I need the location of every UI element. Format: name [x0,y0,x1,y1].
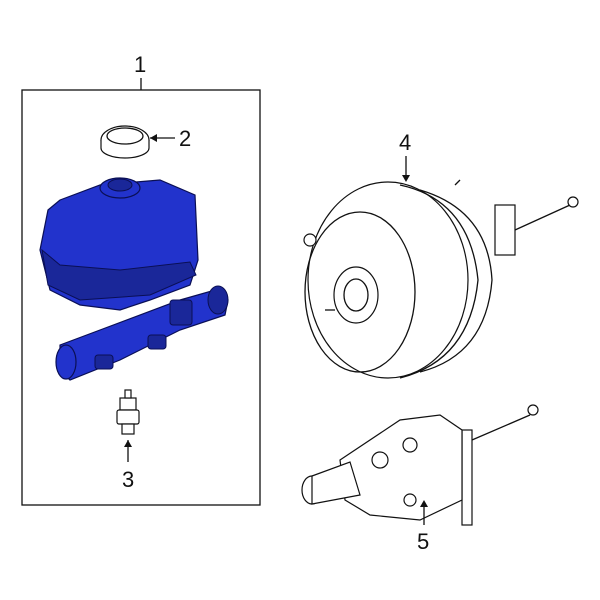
callout-4[interactable]: 4 [399,130,411,155]
fluid-level-sensor[interactable] [116,389,140,435]
brake-booster[interactable] [303,179,579,379]
reservoir-cap[interactable] [100,125,150,159]
master-cylinder[interactable] [39,177,229,381]
callout-1[interactable]: 1 [134,52,146,77]
booster-assembly[interactable] [301,404,539,526]
callout-3[interactable]: 3 [122,467,134,492]
callout-5[interactable]: 5 [417,529,429,554]
callout-2[interactable]: 2 [179,126,191,151]
